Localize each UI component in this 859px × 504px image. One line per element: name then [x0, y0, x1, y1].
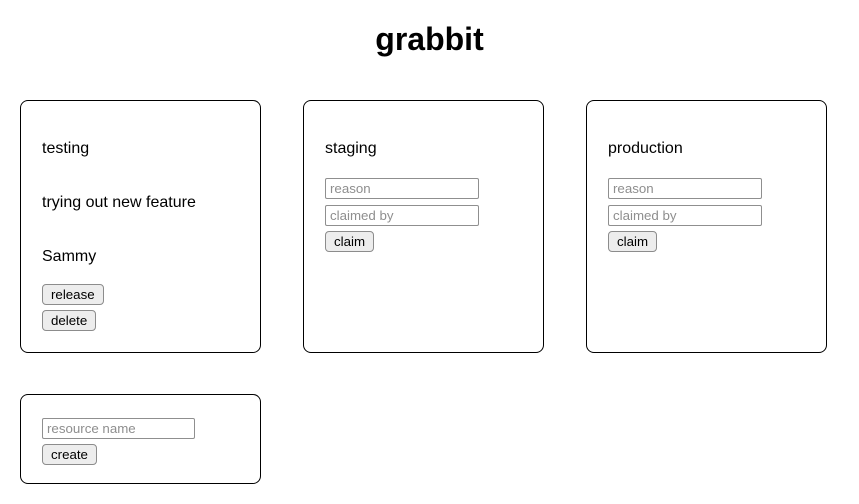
claim-button[interactable]: claim [608, 231, 658, 252]
claimed-by-input[interactable] [608, 205, 762, 226]
reason-input[interactable] [608, 178, 762, 199]
resource-card-testing: testing trying out new feature Sammy rel… [20, 100, 261, 353]
resource-name-input[interactable] [42, 418, 195, 439]
resource-card-staging: staging claim [303, 100, 544, 353]
create-resource-card: create [20, 394, 261, 484]
delete-button[interactable]: delete [42, 310, 97, 331]
resource-name: production [608, 140, 683, 157]
resource-name: staging [325, 140, 377, 157]
release-button[interactable]: release [42, 284, 104, 305]
resource-name: testing [42, 140, 90, 157]
claim-reason-text: trying out new feature [42, 194, 196, 211]
claimed-by-text: Sammy [42, 248, 97, 265]
create-button[interactable]: create [42, 444, 97, 465]
reason-input[interactable] [325, 178, 479, 199]
resources-row: testing trying out new feature Sammy rel… [0, 100, 859, 353]
page-title: grabbit [375, 21, 484, 57]
resource-card-production: production claim [586, 100, 827, 353]
claimed-by-input[interactable] [325, 205, 479, 226]
claim-button[interactable]: claim [325, 231, 375, 252]
